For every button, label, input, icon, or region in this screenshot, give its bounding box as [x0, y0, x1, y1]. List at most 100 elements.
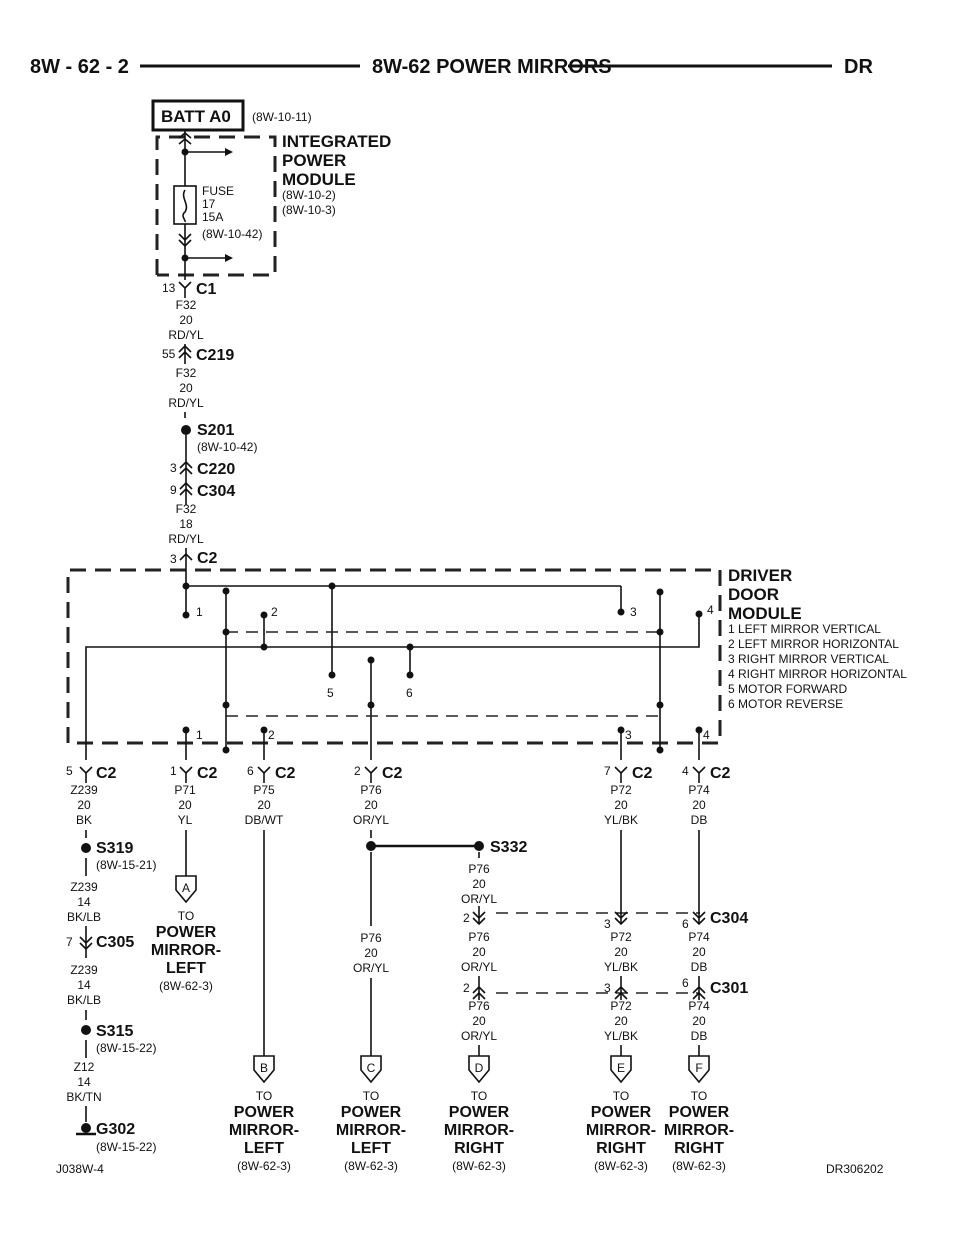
c2-output-2: 2 C2 P76 20 OR/YL: [353, 764, 403, 827]
c2-input-pin: 3: [170, 552, 177, 566]
wire-color: YL: [178, 813, 193, 827]
c219-pin: 55: [162, 347, 176, 361]
c2-label: C2: [197, 765, 218, 782]
c2-label: C2: [275, 765, 296, 782]
wire-circuit: F32: [176, 502, 197, 516]
dest-a-line1: POWER: [156, 924, 217, 941]
wire-gauge: 14: [77, 895, 91, 909]
c2-input-connector-icon: [179, 552, 193, 561]
fuse-number: 17: [202, 197, 216, 211]
dest-c-line2: MIRROR-: [336, 1122, 406, 1139]
dest-e-to: TO: [613, 1089, 629, 1103]
dest-d-line3: RIGHT: [454, 1140, 504, 1157]
fuse-label: FUSE: [202, 184, 234, 198]
c219-label: C219: [196, 347, 234, 364]
wire-circuit: P72: [610, 930, 632, 944]
switch-contact: [222, 746, 230, 754]
dest-c-marker: [360, 1055, 382, 1084]
ddm-bottom-label-3: 3: [625, 728, 632, 742]
s332-splice-icon: [474, 841, 484, 851]
c2-output-7: 7 C2 P72 20 YL/BK: [604, 764, 653, 827]
wire-gauge: 20: [472, 945, 486, 959]
ddm-top-label-1: 1: [196, 605, 203, 619]
c304-upper-label: C304: [197, 483, 235, 500]
dest-a-letter: A: [182, 881, 190, 895]
switch-contact: [617, 608, 625, 616]
dest-e-line1: POWER: [591, 1104, 652, 1121]
c301-connector-icon: [614, 991, 628, 1000]
dest-f-ref: (8W-62-3): [672, 1159, 726, 1173]
wire-color: OR/YL: [461, 1029, 497, 1043]
arrow-right-icon: [225, 148, 233, 156]
wire-color: OR/YL: [461, 960, 497, 974]
splice-dot: [367, 701, 375, 709]
ddm-title-1: DRIVER: [728, 566, 792, 585]
dest-c-line1: POWER: [341, 1104, 402, 1121]
c220-pin: 3: [170, 461, 177, 475]
wire-circuit: P75: [253, 783, 275, 797]
s201-splice-icon: [181, 425, 191, 435]
dest-d-marker: [468, 1055, 490, 1084]
ipm-ref-2: (8W-10-3): [282, 203, 336, 217]
wire-circuit: Z239: [70, 880, 98, 894]
wire-circuit: P76: [360, 931, 382, 945]
wire-color: OR/YL: [353, 961, 389, 975]
c2-output-4: 4 C2 P74 20 DB: [682, 764, 731, 827]
c301-connector-icon: [472, 985, 486, 994]
dest-e-marker: [610, 1055, 632, 1084]
c2-pin: 5: [66, 764, 73, 778]
dest-d-to: TO: [471, 1089, 487, 1103]
dest-b-line3: LEFT: [244, 1140, 284, 1157]
s315-label: S315: [96, 1023, 133, 1040]
dest-a-ref: (8W-62-3): [159, 979, 213, 993]
c2-input-label: C2: [197, 550, 218, 567]
wire-gauge: 20: [692, 798, 706, 812]
fuse-amps: 15A: [202, 210, 223, 224]
ipm-title-2: POWER: [282, 151, 346, 170]
switch-contact: [260, 611, 268, 619]
wire-gauge: 20: [364, 946, 378, 960]
c2-pin: 6: [247, 764, 254, 778]
wire-circuit: P74: [688, 783, 710, 797]
dest-e-letter: E: [617, 1061, 625, 1075]
dest-d-ref: (8W-62-3): [452, 1159, 506, 1173]
wire-gauge: 20: [692, 1014, 706, 1028]
dest-e-line2: MIRROR-: [586, 1122, 656, 1139]
s319-label: S319: [96, 840, 133, 857]
c219-connector-icon: [178, 350, 192, 359]
c304-connector-icon: [692, 911, 706, 920]
wire-gauge: 20: [364, 798, 378, 812]
ddm-top-label-3: 3: [630, 605, 637, 619]
wire-circuit: P76: [468, 999, 490, 1013]
vehicle-code: DR: [844, 56, 873, 78]
ipm-title-3: MODULE: [282, 170, 356, 189]
wire-color: RD/YL: [168, 328, 204, 342]
c304-pin-p72: 3: [604, 917, 611, 931]
c2-output-5: 5 C2 Z239 20 BK: [66, 764, 117, 827]
ipm-box: [155, 135, 277, 277]
ddm-bottom-label-4: 4: [703, 728, 710, 742]
switch-contact: [222, 587, 230, 595]
dest-b-to: TO: [256, 1089, 272, 1103]
dest-f-to: TO: [691, 1089, 707, 1103]
ddm-title-2: DOOR: [728, 585, 779, 604]
wire-color: OR/YL: [353, 813, 389, 827]
wire-gauge: 20: [614, 798, 628, 812]
footer-left-code: J038W-4: [56, 1162, 104, 1176]
wire-color: YL/BK: [604, 960, 638, 974]
wire-gauge: 20: [77, 798, 91, 812]
wire-color: RD/YL: [168, 532, 204, 546]
c304-connector-icon: [614, 911, 628, 920]
batt-box: [151, 99, 245, 132]
wire-circuit: P74: [688, 930, 710, 944]
c2-label: C2: [382, 765, 403, 782]
switch-contact: [182, 611, 190, 619]
wire-circuit: P76: [360, 783, 382, 797]
c2-pin: 7: [604, 764, 611, 778]
dest-e-ref: (8W-62-3): [594, 1159, 648, 1173]
batt-label: BATT A0: [161, 107, 231, 126]
page-number: 8W - 62 - 2: [30, 56, 129, 78]
dest-f-line3: RIGHT: [674, 1140, 724, 1157]
c301-connector-icon: [692, 985, 706, 994]
